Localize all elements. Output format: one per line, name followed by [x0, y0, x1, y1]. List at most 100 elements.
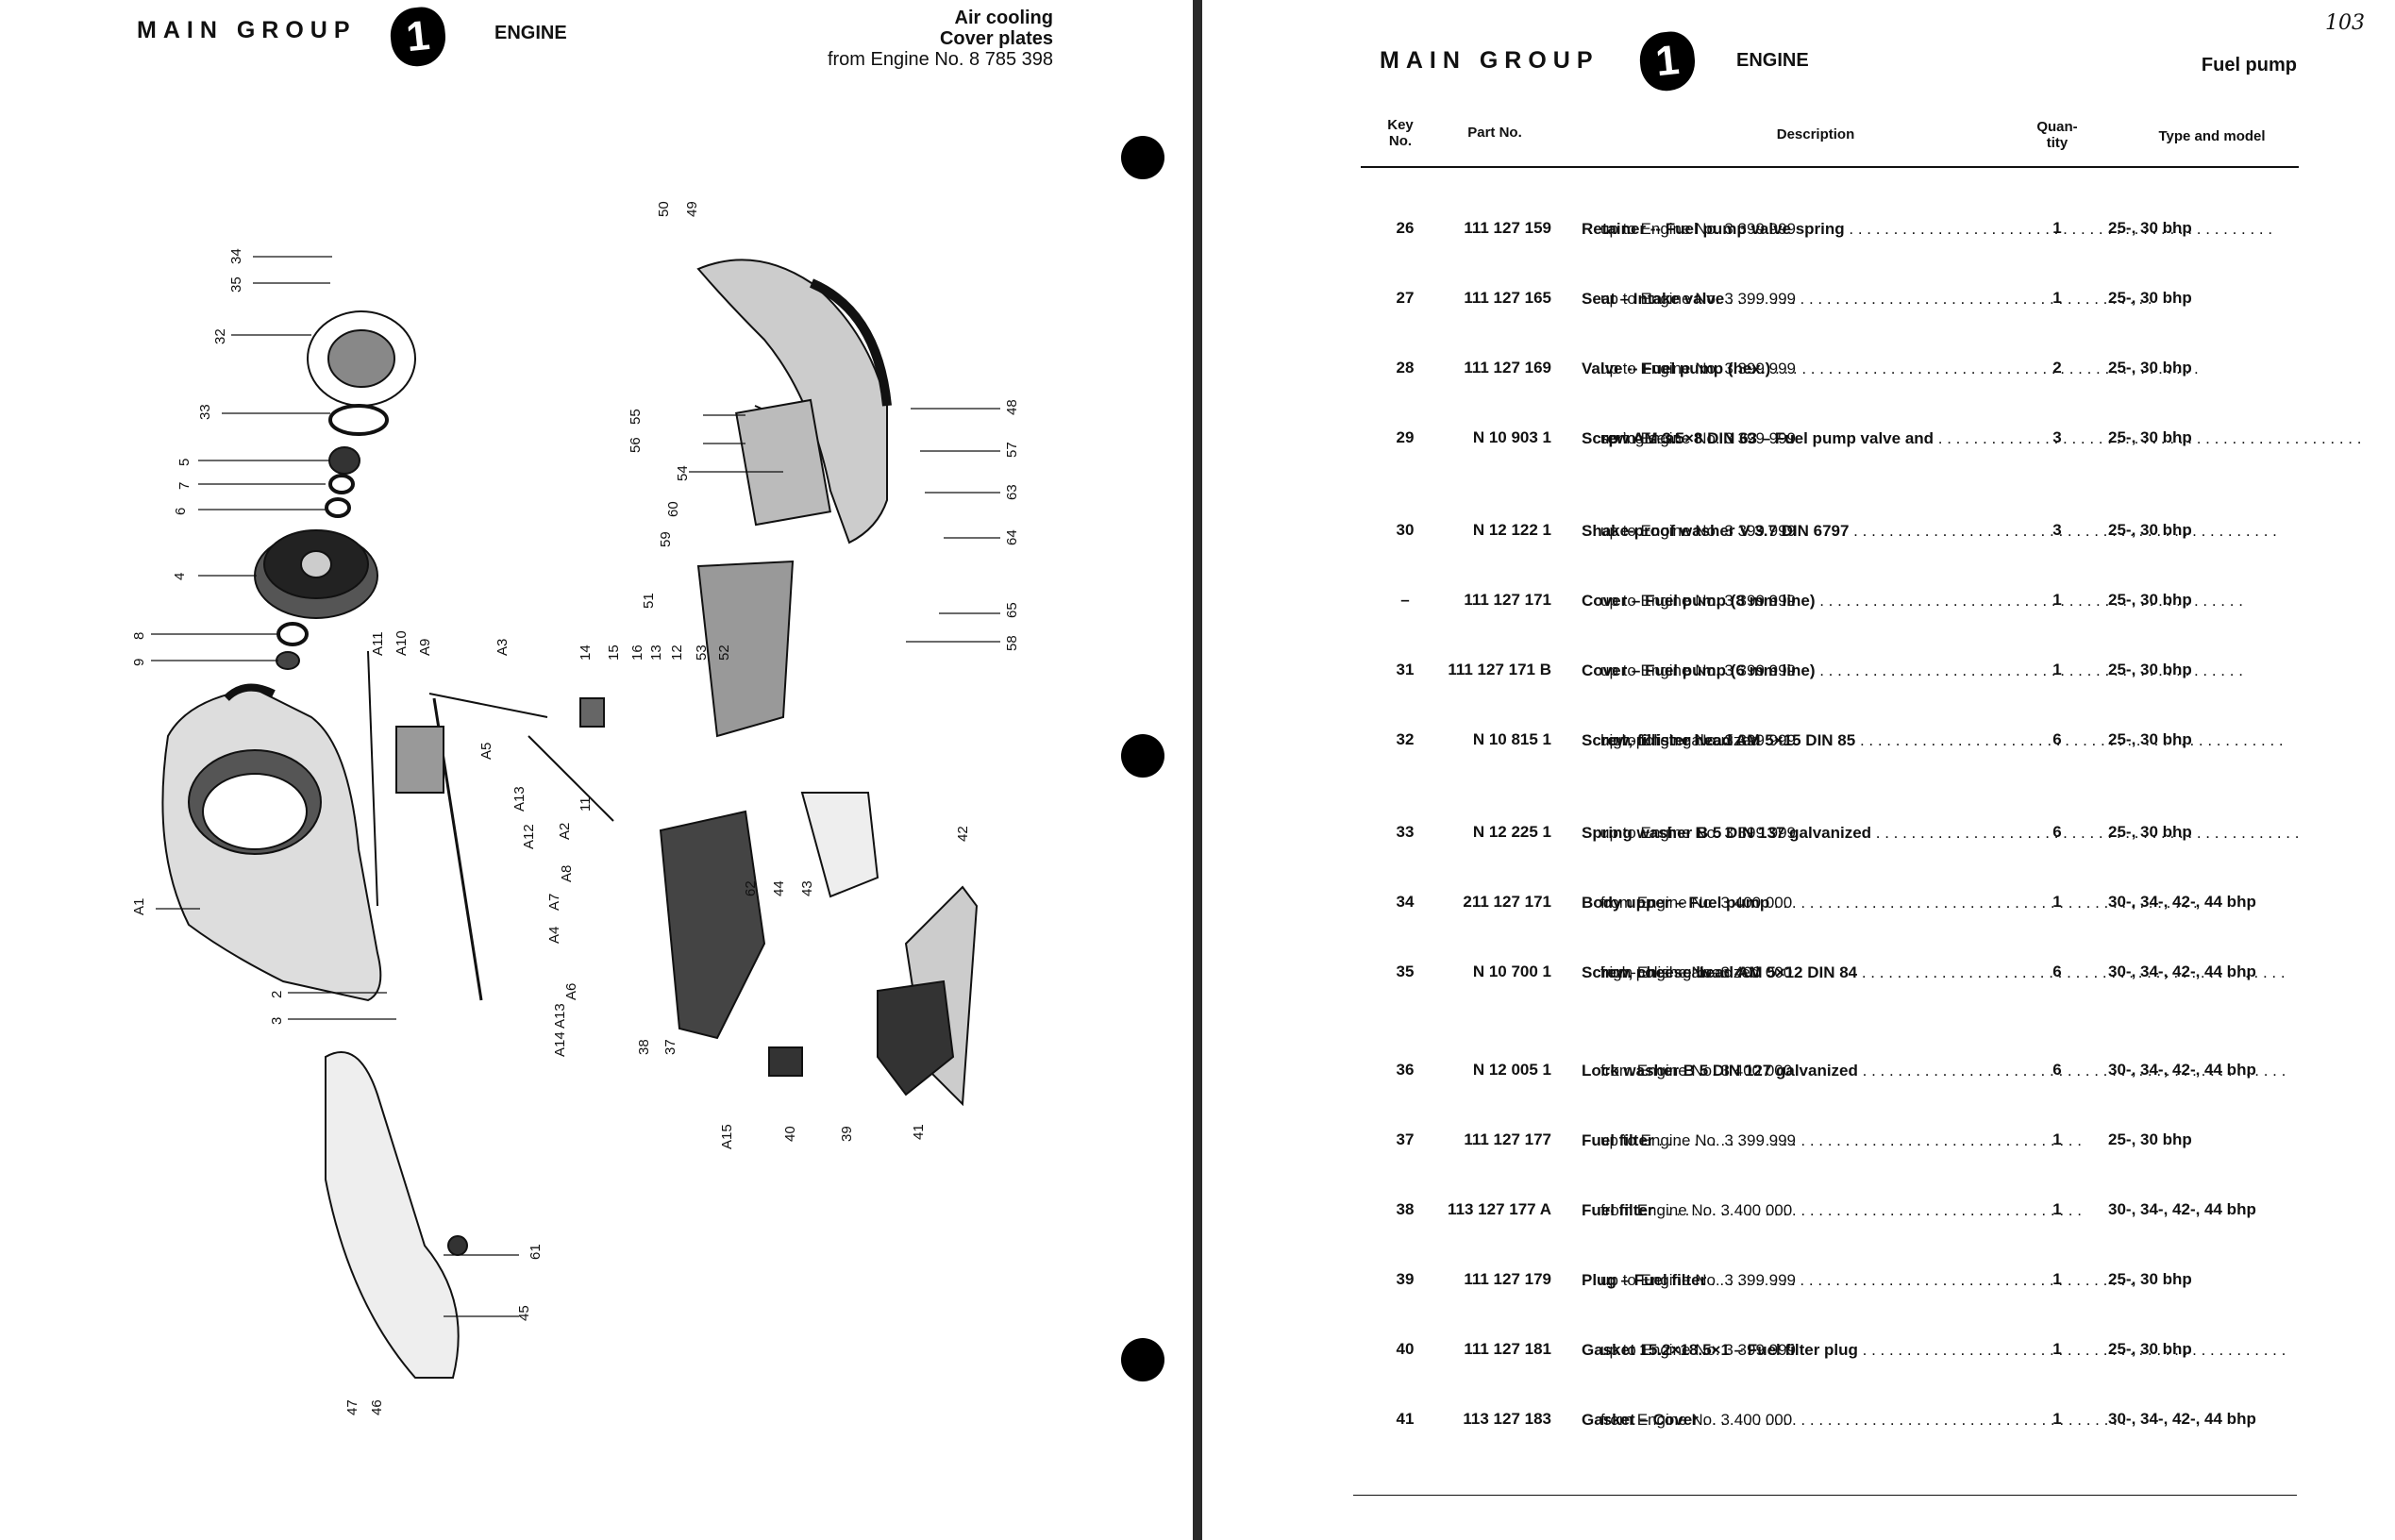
svg-text:A8: A8 — [559, 865, 575, 882]
key-number: – — [1400, 591, 1410, 609]
key-number: 36 — [1396, 1061, 1415, 1079]
description-line: Seat – Intake valve — [1582, 289, 2152, 310]
svg-text:65: 65 — [1004, 602, 1020, 618]
quantity: 6 — [2052, 1061, 2062, 1079]
description-note: high-polish galvanized — [1600, 963, 1760, 981]
type-and-model: 25-, 30 bhp — [2108, 289, 2192, 307]
part-deflector — [696, 560, 795, 738]
svg-text:58: 58 — [1004, 635, 1020, 651]
key-number: 27 — [1396, 289, 1415, 307]
svg-text:45: 45 — [516, 1305, 532, 1321]
svg-text:48: 48 — [1004, 399, 1020, 415]
type-and-model: 25-, 30 bhp — [2108, 730, 2192, 748]
svg-text:16: 16 — [629, 644, 645, 661]
svg-text:38: 38 — [636, 1039, 652, 1055]
section-label: ENGINE — [1736, 50, 1809, 71]
description-line: Screw, fillister head AM 5×15 DIN 85 — [1582, 730, 2284, 751]
svg-text:43: 43 — [799, 880, 815, 896]
binder-hole — [1121, 1338, 1164, 1381]
svg-text:13: 13 — [648, 644, 664, 661]
key-number: 30 — [1396, 521, 1415, 539]
description-note: from Engine No. 3 400 000 — [1600, 1062, 1793, 1080]
description-line: Cover – Fuel pump (8 mm line) — [1582, 591, 2243, 611]
description-note: up to Engine No. 3 399 999 — [1600, 360, 1796, 377]
svg-text:41: 41 — [911, 1124, 927, 1140]
description-line: Body upper – Fuel pump — [1582, 893, 2198, 913]
page-heading: Air cooling Cover plates from Engine No.… — [717, 8, 1053, 70]
part-number: 111 127 177 — [1464, 1130, 1551, 1148]
heading-line-2: Cover plates — [939, 28, 1053, 49]
description-note: up to Engine No. 3 399 999 — [1600, 661, 1796, 679]
quantity: 6 — [2052, 962, 2062, 980]
description-line: Screw AM 3.5×8 DIN 63 – Fuel pump valve … — [1582, 428, 2361, 449]
part-number: N 12 122 1 — [1472, 521, 1551, 539]
type-and-model: 30-, 34-, 42-, 44 bhp — [2108, 1061, 2256, 1079]
type-and-model: 25-, 30 bhp — [2108, 1130, 2192, 1148]
part-number: 111 127 159 — [1464, 219, 1551, 237]
svg-text:39: 39 — [839, 1126, 855, 1142]
svg-text:A1: A1 — [131, 898, 147, 915]
type-and-model: 25-, 30 bhp — [2108, 661, 2192, 678]
svg-text:9: 9 — [131, 659, 147, 666]
svg-text:59: 59 — [658, 531, 674, 547]
svg-text:56: 56 — [628, 437, 644, 453]
key-number: 28 — [1396, 359, 1415, 377]
part-number: 113 127 183 — [1463, 1410, 1551, 1428]
part-number: N 10 815 1 — [1472, 730, 1551, 748]
svg-text:A5: A5 — [478, 743, 494, 760]
description-note: up to Engine No. 3 399 999 — [1600, 592, 1796, 610]
group-number-badge: 1 — [1636, 29, 1699, 93]
svg-text:A6: A6 — [563, 983, 579, 1000]
svg-text:51: 51 — [641, 593, 657, 609]
svg-text:A15: A15 — [719, 1124, 735, 1149]
type-and-model: 25-, 30 bhp — [2108, 823, 2192, 841]
main-group-label: MAIN GROUP — [137, 17, 357, 43]
svg-text:2: 2 — [269, 991, 285, 998]
description-note: up to Engine No. 3 399 999 — [1600, 824, 1796, 842]
svg-text:61: 61 — [528, 1244, 544, 1260]
svg-text:49: 49 — [684, 201, 700, 217]
part-number: 211 127 171 — [1463, 893, 1551, 911]
svg-text:57: 57 — [1004, 442, 1020, 458]
description-line: Retainer -- Fuel pump valve spring — [1582, 219, 2272, 240]
description-line: Screw, cheese head AM 5×12 DIN 84 — [1582, 962, 2286, 983]
svg-text:A12: A12 — [521, 824, 537, 849]
callout: 34 — [228, 248, 244, 264]
part-upper-cover-plate — [696, 259, 888, 544]
svg-text:62: 62 — [743, 880, 759, 896]
key-number: 35 — [1396, 962, 1415, 980]
quantity: 3 — [2052, 428, 2062, 446]
description-note: from Engine No. 3 400 000 — [1600, 963, 1793, 981]
description-line: Spring washer B 5 DIN 137 galvanized — [1582, 823, 2299, 844]
svg-text:A2: A2 — [557, 823, 573, 840]
description-line: Plug – Fuel filter — [1582, 1270, 2135, 1291]
part-number: 113 127 177 A — [1448, 1200, 1551, 1218]
key-number: 34 — [1396, 893, 1415, 911]
key-number: 29 — [1396, 428, 1415, 446]
description-line: Shake-proof washer V 3.7 DIN 6797 — [1582, 521, 2277, 542]
svg-text:A13: A13 — [511, 786, 528, 812]
svg-text:15: 15 — [606, 644, 622, 661]
quantity: 3 — [2052, 521, 2062, 539]
description-note: up to Engine No. 3 399 999 — [1600, 1131, 1796, 1149]
type-and-model: 25-, 30 bhp — [2108, 1270, 2192, 1288]
svg-text:53: 53 — [694, 644, 710, 661]
svg-text:14: 14 — [578, 644, 594, 661]
svg-text:32: 32 — [212, 328, 228, 344]
part-number: 111 127 181 — [1464, 1340, 1551, 1358]
key-number: 39 — [1396, 1270, 1415, 1288]
part-number: N 12 005 1 — [1472, 1061, 1551, 1079]
key-number: 33 — [1396, 823, 1415, 841]
col-header-type: Type and model — [2158, 128, 2266, 144]
svg-text:35: 35 — [228, 276, 244, 293]
part-number: 111 127 179 — [1464, 1270, 1551, 1288]
quantity: 1 — [2052, 1410, 2062, 1428]
description-note: from Engine No. 3 400 000 — [1600, 1201, 1793, 1219]
key-number: 32 — [1396, 730, 1415, 748]
svg-text:12: 12 — [669, 644, 685, 661]
description-line: Cover – Fuel pump (6 mm line) — [1582, 661, 2243, 681]
quantity: 1 — [2052, 1200, 2062, 1218]
description-note: from Engine No. 3 400 000 — [1600, 1411, 1793, 1429]
col-header-part: Part No. — [1467, 125, 1522, 141]
key-number: 40 — [1396, 1340, 1415, 1358]
